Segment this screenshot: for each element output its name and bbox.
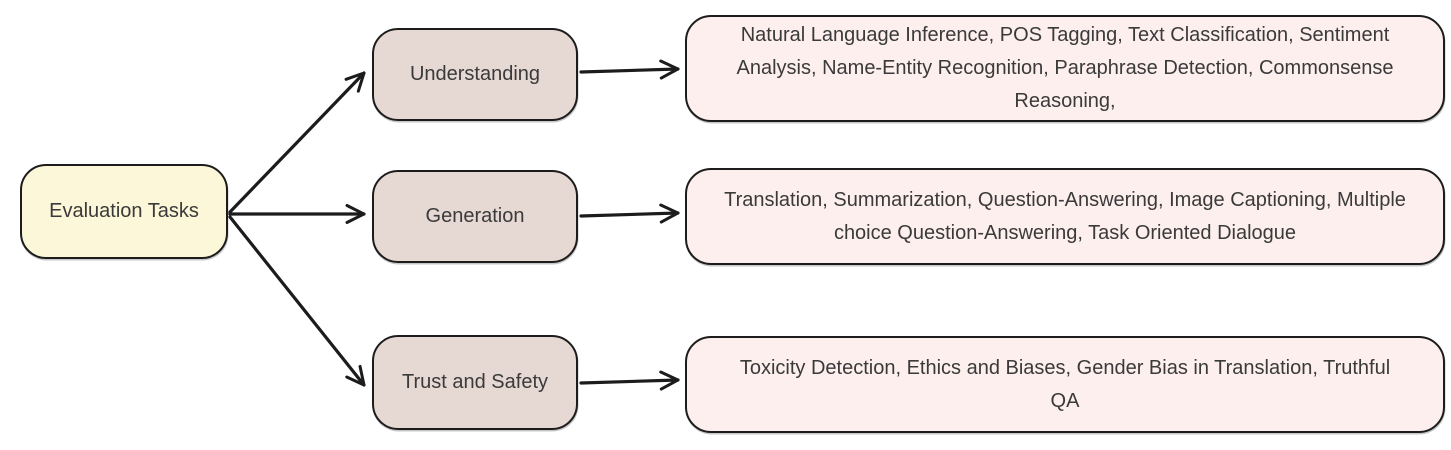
node-generation: Generation bbox=[372, 170, 578, 263]
arrow-root-to-trust-and-safety bbox=[228, 215, 366, 387]
tasks-box-generation-text: Translation, Summarization, Question-Ans… bbox=[724, 188, 1406, 244]
node-trust-and-safety: Trust and Safety bbox=[372, 335, 578, 430]
arrow-understanding-to-tasks bbox=[579, 69, 680, 72]
tasks-box-trust-and-safety-text: Toxicity Detection, Ethics and Biases, G… bbox=[739, 356, 1391, 412]
arrow-root-to-understanding bbox=[228, 71, 366, 214]
node-evaluation-tasks-label: Evaluation Tasks bbox=[49, 200, 199, 222]
tasks-box-generation: Translation, Summarization, Question-Ans… bbox=[685, 168, 1445, 265]
arrow-trust-and-safety-to-tasks bbox=[579, 380, 680, 383]
tasks-box-trust-and-safety: Toxicity Detection, Ethics and Biases, G… bbox=[685, 336, 1445, 433]
tasks-box-understanding-text: Natural Language Inference, POS Tagging,… bbox=[736, 24, 1394, 112]
tasks-box-understanding: Natural Language Inference, POS Tagging,… bbox=[685, 15, 1445, 122]
node-evaluation-tasks: Evaluation Tasks bbox=[20, 164, 228, 259]
node-generation-label: Generation bbox=[425, 205, 525, 227]
node-trust-and-safety-label: Trust and Safety bbox=[402, 371, 548, 393]
arrow-generation-to-tasks bbox=[579, 213, 680, 216]
node-understanding-label: Understanding bbox=[409, 63, 541, 85]
node-understanding: Understanding bbox=[372, 28, 578, 121]
